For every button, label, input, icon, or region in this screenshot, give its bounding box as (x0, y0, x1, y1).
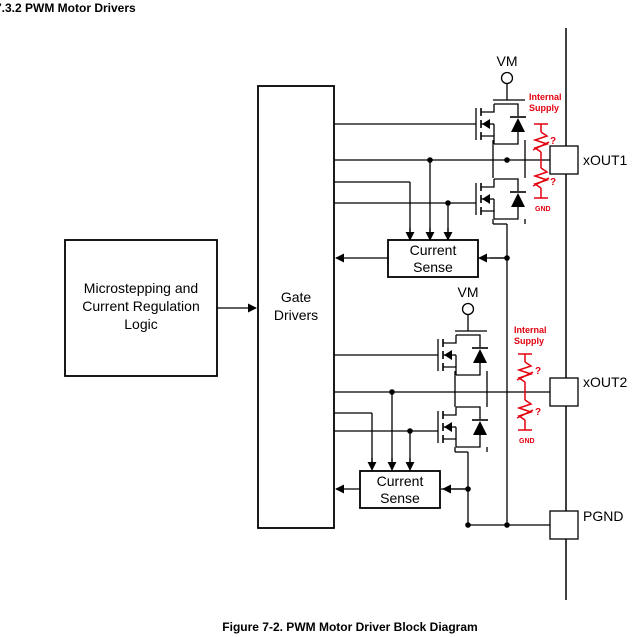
internal-supply-label-2a: Internal (514, 325, 547, 335)
sense1-label-line1: Current (410, 242, 457, 258)
section-heading: 7.3.2 PWM Motor Drivers (0, 1, 136, 15)
high-side-mosfet-2 (437, 334, 489, 376)
vm-label-2: VM (458, 284, 479, 300)
low-side-mosfet-2 (437, 406, 489, 448)
vm-label-1: VM (497, 53, 518, 69)
gnd-label-1: GND (535, 206, 551, 213)
pin-xout1-label: xOUT1 (583, 152, 628, 168)
unknown-value-2b: ? (535, 407, 541, 418)
gate-drivers-block: Gate Drivers (257, 85, 335, 529)
junction-dot (465, 522, 471, 528)
pin-xout2 (549, 377, 579, 407)
high-side-mosfet-1 (475, 103, 527, 145)
junction-dot (504, 157, 510, 163)
internal-resistor-network-1 (532, 123, 550, 199)
logic-label-line1: Microstepping and (84, 280, 198, 296)
sense2-label-line2: Sense (380, 490, 420, 506)
junction-dot (504, 522, 510, 528)
unknown-value-1b: ? (550, 177, 556, 188)
pin-pgnd (549, 510, 579, 540)
gate-label-line2: Drivers (274, 307, 318, 323)
upper-half-bridge (334, 71, 550, 525)
junction-dot (389, 389, 395, 395)
internal-supply-label-2b: Supply (514, 336, 544, 346)
internal-resistor-network-2 (516, 353, 534, 431)
low-side-mosfet-1 (475, 178, 527, 220)
logic-label-line3: Logic (124, 316, 157, 332)
microstepping-logic-block: Microstepping and Current Regulation Log… (64, 239, 218, 377)
unknown-value-2a: ? (535, 366, 541, 377)
current-sense-block-2: Current Sense (359, 470, 441, 509)
pin-pgnd-label: PGND (583, 508, 623, 524)
junction-dot (445, 200, 451, 206)
pin-xout2-label: xOUT2 (583, 374, 628, 390)
internal-supply-label-1a: Internal (529, 92, 562, 102)
junction-dot (407, 428, 413, 434)
current-sense-block-1: Current Sense (387, 239, 479, 278)
gnd-label-2: GND (519, 438, 535, 445)
figure-caption: Figure 7-2. PWM Motor Driver Block Diagr… (222, 620, 477, 634)
pin-xout1 (549, 145, 579, 175)
gate-label-line1: Gate (281, 289, 312, 305)
logic-label-line2: Current Regulation (82, 298, 200, 314)
unknown-value-1a: ? (550, 136, 556, 147)
sense1-label-line2: Sense (413, 259, 453, 275)
internal-supply-label-1b: Supply (529, 103, 559, 113)
sense2-label-line1: Current (377, 473, 424, 489)
junction-dot (427, 157, 433, 163)
